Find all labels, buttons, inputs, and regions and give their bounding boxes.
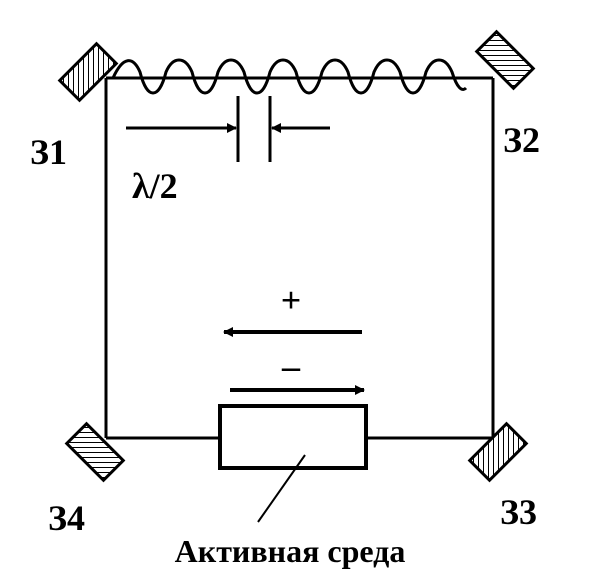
resonator-path xyxy=(104,76,495,440)
mirror-3-label: З3 xyxy=(500,492,537,532)
medium-pointer-line xyxy=(257,454,306,523)
mirror-2-label: З2 xyxy=(503,120,540,160)
mirror-4 xyxy=(64,421,126,483)
minus-sign: – xyxy=(281,346,301,386)
wavelength-label: λ/2 xyxy=(132,166,178,206)
direction-arrows xyxy=(223,327,365,395)
mirror-2 xyxy=(474,29,536,91)
mirror-1-label: З1 xyxy=(30,132,67,172)
standing-wave xyxy=(111,58,468,95)
mirror-4-label: З4 xyxy=(48,498,85,538)
plus-sign: + xyxy=(281,280,302,320)
mirror-1 xyxy=(57,41,119,103)
mirror-3 xyxy=(467,421,529,483)
active-medium-box xyxy=(218,404,368,470)
wavelength-marker xyxy=(126,96,330,162)
active-medium-label: Активная среда xyxy=(175,533,406,569)
